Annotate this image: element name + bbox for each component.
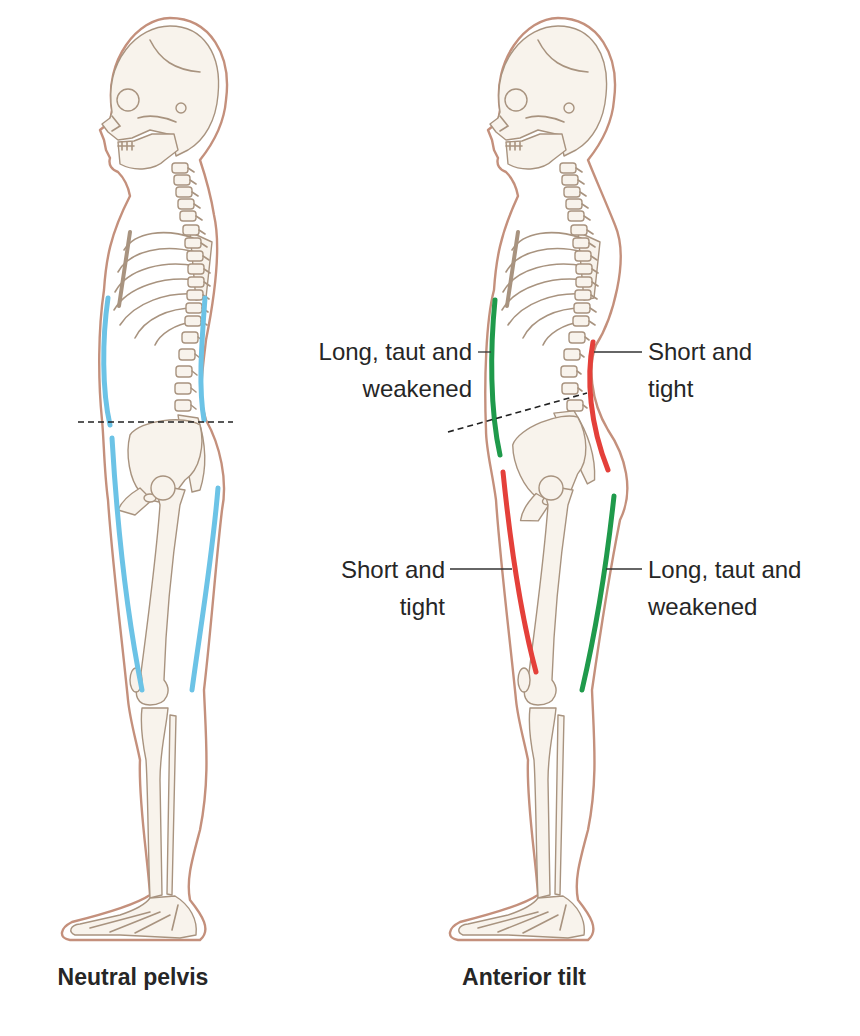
figure-caption-box: Neutral pelvis [28, 962, 238, 992]
leader-line [450, 568, 512, 569]
tight-muscle-line [590, 342, 608, 470]
figure-caption-box: Anterior tilt [419, 962, 629, 992]
muscle-label-box: Short and tight [315, 551, 445, 625]
muscle-label-box: Long, taut and weakened [302, 333, 472, 407]
muscle-label: Long, taut and weakened [648, 551, 818, 625]
ribcage [502, 163, 600, 345]
leg-bones [71, 476, 196, 938]
leader-lines [450, 352, 642, 569]
weak-muscle-line [582, 496, 614, 690]
muscle-label-box: Long, taut and weakened [648, 551, 818, 625]
skull [490, 26, 607, 169]
pelvis-level-line [78, 421, 233, 423]
leader-line [478, 351, 491, 352]
leg-bones [459, 476, 584, 938]
tilted-figure [448, 18, 627, 940]
muscle-label: Short and tight [315, 551, 445, 625]
weak-muscle-line [492, 300, 500, 455]
muscle-label: Short and tight [648, 333, 778, 407]
figure-caption: Neutral pelvis [28, 962, 238, 992]
neutral-muscles [104, 298, 218, 690]
leader-line [606, 568, 642, 569]
body-outline [450, 18, 627, 940]
muscle-label-box: Short and tight [648, 333, 778, 407]
ribcage [114, 163, 212, 345]
muscle-label: Long, taut and weakened [302, 333, 472, 407]
body-outline [62, 18, 227, 940]
neutral-figure [62, 18, 233, 940]
leader-line [594, 351, 642, 352]
skull [102, 26, 219, 169]
figure-caption: Anterior tilt [419, 962, 629, 992]
tight-muscle-line [503, 472, 536, 672]
